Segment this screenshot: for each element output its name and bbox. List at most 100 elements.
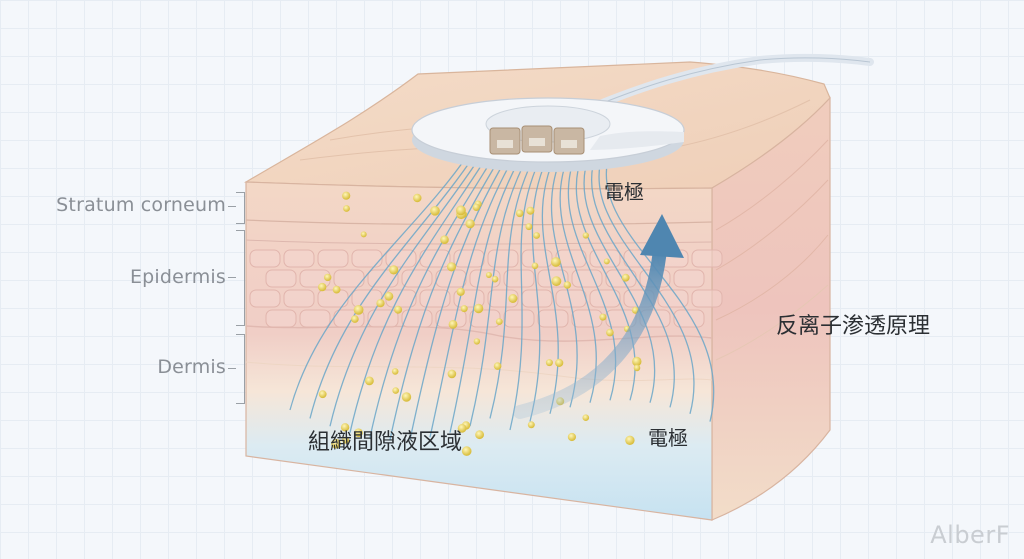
skin-cell	[401, 269, 433, 288]
particle	[351, 315, 359, 323]
particle	[394, 305, 403, 314]
particle	[413, 193, 422, 203]
particle	[447, 369, 457, 379]
particle	[633, 364, 641, 372]
ion-flow-fibers	[289, 151, 715, 440]
particle	[389, 265, 399, 275]
particle	[485, 272, 492, 278]
particle	[603, 258, 610, 265]
particle	[440, 235, 449, 244]
label-stratum-corneum: Stratum corneum	[56, 194, 226, 216]
particle	[473, 338, 481, 345]
particle	[342, 191, 351, 200]
label-electrode-bottom: 電極	[648, 426, 688, 450]
particle	[318, 390, 327, 399]
particle	[527, 421, 535, 429]
particle	[331, 438, 341, 449]
particle	[495, 318, 503, 325]
particle	[508, 294, 518, 303]
particle	[324, 273, 332, 282]
ion-fiber	[469, 151, 531, 427]
particle	[354, 428, 363, 438]
skin-cell	[283, 289, 315, 308]
label-epidermis: Epidermis	[129, 266, 226, 288]
particle	[563, 281, 571, 289]
particle	[353, 305, 364, 315]
skin-cell	[469, 309, 501, 328]
skin-cell	[691, 249, 723, 268]
particle	[606, 328, 614, 337]
particle	[465, 219, 475, 229]
particle	[473, 303, 484, 314]
ion-fiber	[289, 151, 471, 411]
ion-fiber	[409, 151, 511, 440]
particle	[365, 376, 374, 386]
particle	[384, 291, 394, 301]
ion-fiber	[590, 151, 675, 408]
particle	[472, 203, 480, 211]
particle	[332, 285, 341, 294]
skin-cell	[503, 309, 535, 328]
skin-cell	[265, 269, 297, 288]
skin-cell	[249, 249, 281, 268]
particle	[456, 287, 465, 296]
ion-fiber	[509, 151, 544, 431]
skin-cell	[673, 309, 705, 328]
particle	[446, 262, 457, 272]
particle	[392, 387, 400, 394]
particle	[551, 257, 561, 267]
skin-cell	[537, 309, 569, 328]
particle	[376, 299, 385, 308]
skin-side-face	[711, 96, 831, 521]
particle	[555, 358, 564, 367]
ion-fiber	[389, 151, 504, 440]
particle	[545, 359, 553, 367]
skin-cell	[691, 289, 723, 308]
skin-cell	[265, 309, 297, 328]
ion-fiber	[541, 151, 559, 414]
particle	[360, 231, 367, 238]
particle	[491, 275, 499, 283]
bracket-epidermis	[236, 230, 245, 326]
skin-cell	[283, 249, 315, 268]
particle	[599, 313, 607, 321]
particle	[456, 205, 466, 216]
particle	[531, 262, 539, 270]
ion-fiber	[529, 151, 551, 422]
particle	[457, 423, 467, 433]
ion-fiber	[349, 151, 491, 433]
tick-stratum-corneum	[228, 206, 236, 207]
particle	[567, 432, 577, 442]
skin-cell	[503, 269, 535, 288]
label-principle: 反离子渗透原理	[776, 314, 931, 339]
tick-epidermis	[228, 277, 236, 278]
particle	[582, 232, 589, 239]
particle	[391, 368, 399, 375]
skin-cell	[299, 309, 331, 328]
particle	[625, 435, 635, 445]
skin-cell	[351, 249, 383, 268]
particle	[551, 276, 562, 287]
particle	[460, 305, 468, 313]
particle	[461, 446, 472, 456]
skin-cell	[571, 309, 603, 328]
electrode-device	[411, 97, 685, 172]
particle	[448, 320, 458, 329]
particle	[582, 414, 590, 422]
skin-cell	[487, 289, 519, 308]
ion-fiber	[598, 151, 695, 415]
particle	[533, 232, 540, 239]
label-interstitial: 組織間隙液区域	[308, 430, 463, 455]
skin-cell	[317, 249, 349, 268]
skin-cell	[657, 289, 689, 308]
ion-fiber	[309, 151, 478, 419]
skin-cell	[673, 269, 705, 288]
label-electrode-top: 電極	[604, 180, 644, 204]
ion-fiber	[550, 151, 578, 408]
particle	[621, 273, 630, 282]
skin-cell	[571, 269, 603, 288]
particle	[318, 282, 327, 292]
bracket-dermis	[236, 334, 245, 404]
ion-fiber	[583, 151, 656, 403]
